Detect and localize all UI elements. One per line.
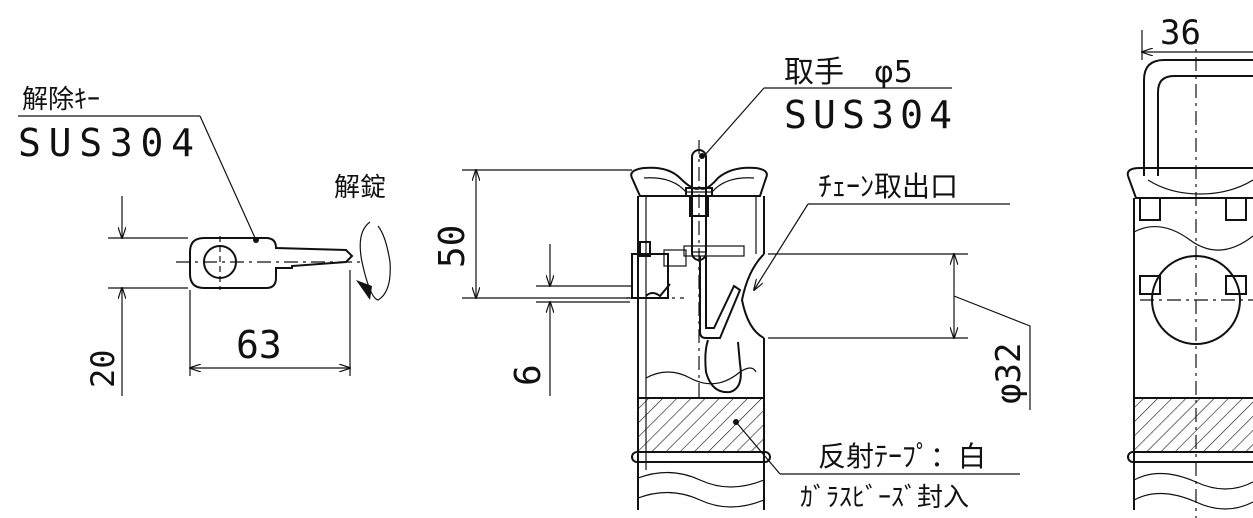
key-leader-line — [199, 115, 257, 241]
key-length-dimension: 63 — [236, 323, 282, 367]
unlock-arrow-head — [356, 280, 372, 300]
side-cap-inner — [1147, 179, 1253, 195]
handle-leader-dot — [699, 153, 705, 159]
tape-leader-line — [735, 421, 781, 475]
dia-32-dimension: φ32 — [989, 343, 1029, 404]
lower-break-line — [637, 471, 765, 488]
unlock-rotation-arrow — [359, 221, 391, 301]
post-side-view: 36 — [1126, 13, 1253, 518]
chain-outlet-curve — [740, 253, 765, 339]
lock-latch — [645, 283, 671, 298]
side-lower-break — [1133, 472, 1253, 490]
side-cap-bottom — [1127, 175, 1253, 199]
reflective-tape-label: 反射ﾃｰﾌﾟ：白 — [818, 440, 986, 473]
handle-leader-line — [703, 87, 765, 157]
reflective-tape-band — [637, 397, 765, 453]
glass-beads-label: ｶﾞﾗｽﾋﾞｰｽﾞ封入 — [800, 483, 969, 513]
chain-outlet-leader — [754, 203, 809, 290]
handle-label: 取手 φ5 — [784, 55, 913, 90]
chain-link — [704, 339, 742, 394]
release-key-view: 解除ｷｰ SUS304 解錠 20 63 — [18, 85, 391, 396]
side-body-ring — [1127, 451, 1253, 463]
chain-outlet-label: ﾁｪｰﾝ取出口 — [818, 170, 958, 203]
side-handle-inner — [1157, 75, 1253, 176]
side-reflective-tape — [1133, 397, 1253, 453]
handle-material-label: SUS304 — [784, 93, 952, 137]
side-lower-break-2 — [1133, 492, 1253, 510]
depth-6-dimension: 6 — [508, 364, 549, 386]
chain-hook — [699, 256, 742, 339]
depth-50-dimension: 50 — [432, 225, 473, 268]
key-material-label: SUS304 — [18, 121, 194, 165]
side-break-line — [1133, 225, 1253, 251]
side-bolt-lower-right — [1225, 275, 1247, 295]
inner-bracket — [683, 245, 745, 257]
key-height-dimension: 20 — [84, 349, 122, 388]
side-bolt-lower-left — [1139, 275, 1161, 295]
unlock-label: 解錠 — [334, 173, 386, 203]
side-cap-top — [1126, 167, 1253, 177]
cap-bolt — [691, 215, 707, 253]
key-name-label: 解除ｷｰ — [22, 85, 100, 115]
side-bolt-upper-left — [1139, 197, 1161, 221]
top-cap-inner — [643, 177, 755, 193]
tape-leader-dot — [733, 419, 739, 425]
lower-break-line-2 — [637, 491, 765, 508]
release-key-outline — [189, 237, 354, 289]
lock-pin — [639, 241, 651, 257]
break-line — [645, 367, 757, 385]
dia32-leader — [953, 295, 1031, 410]
body-ring — [631, 451, 771, 463]
post-section-view: 取手 φ5 SUS304 ﾁｪｰﾝ取出口 反射ﾃｰﾌﾟ：白 ｶﾞﾗｽﾋﾞｰｽﾞ封… — [432, 55, 1031, 513]
lock-block — [663, 249, 687, 267]
side-handle-outer — [1143, 59, 1253, 176]
width-36-dimension: 36 — [1160, 13, 1201, 53]
side-bolt-upper-right — [1225, 197, 1247, 221]
